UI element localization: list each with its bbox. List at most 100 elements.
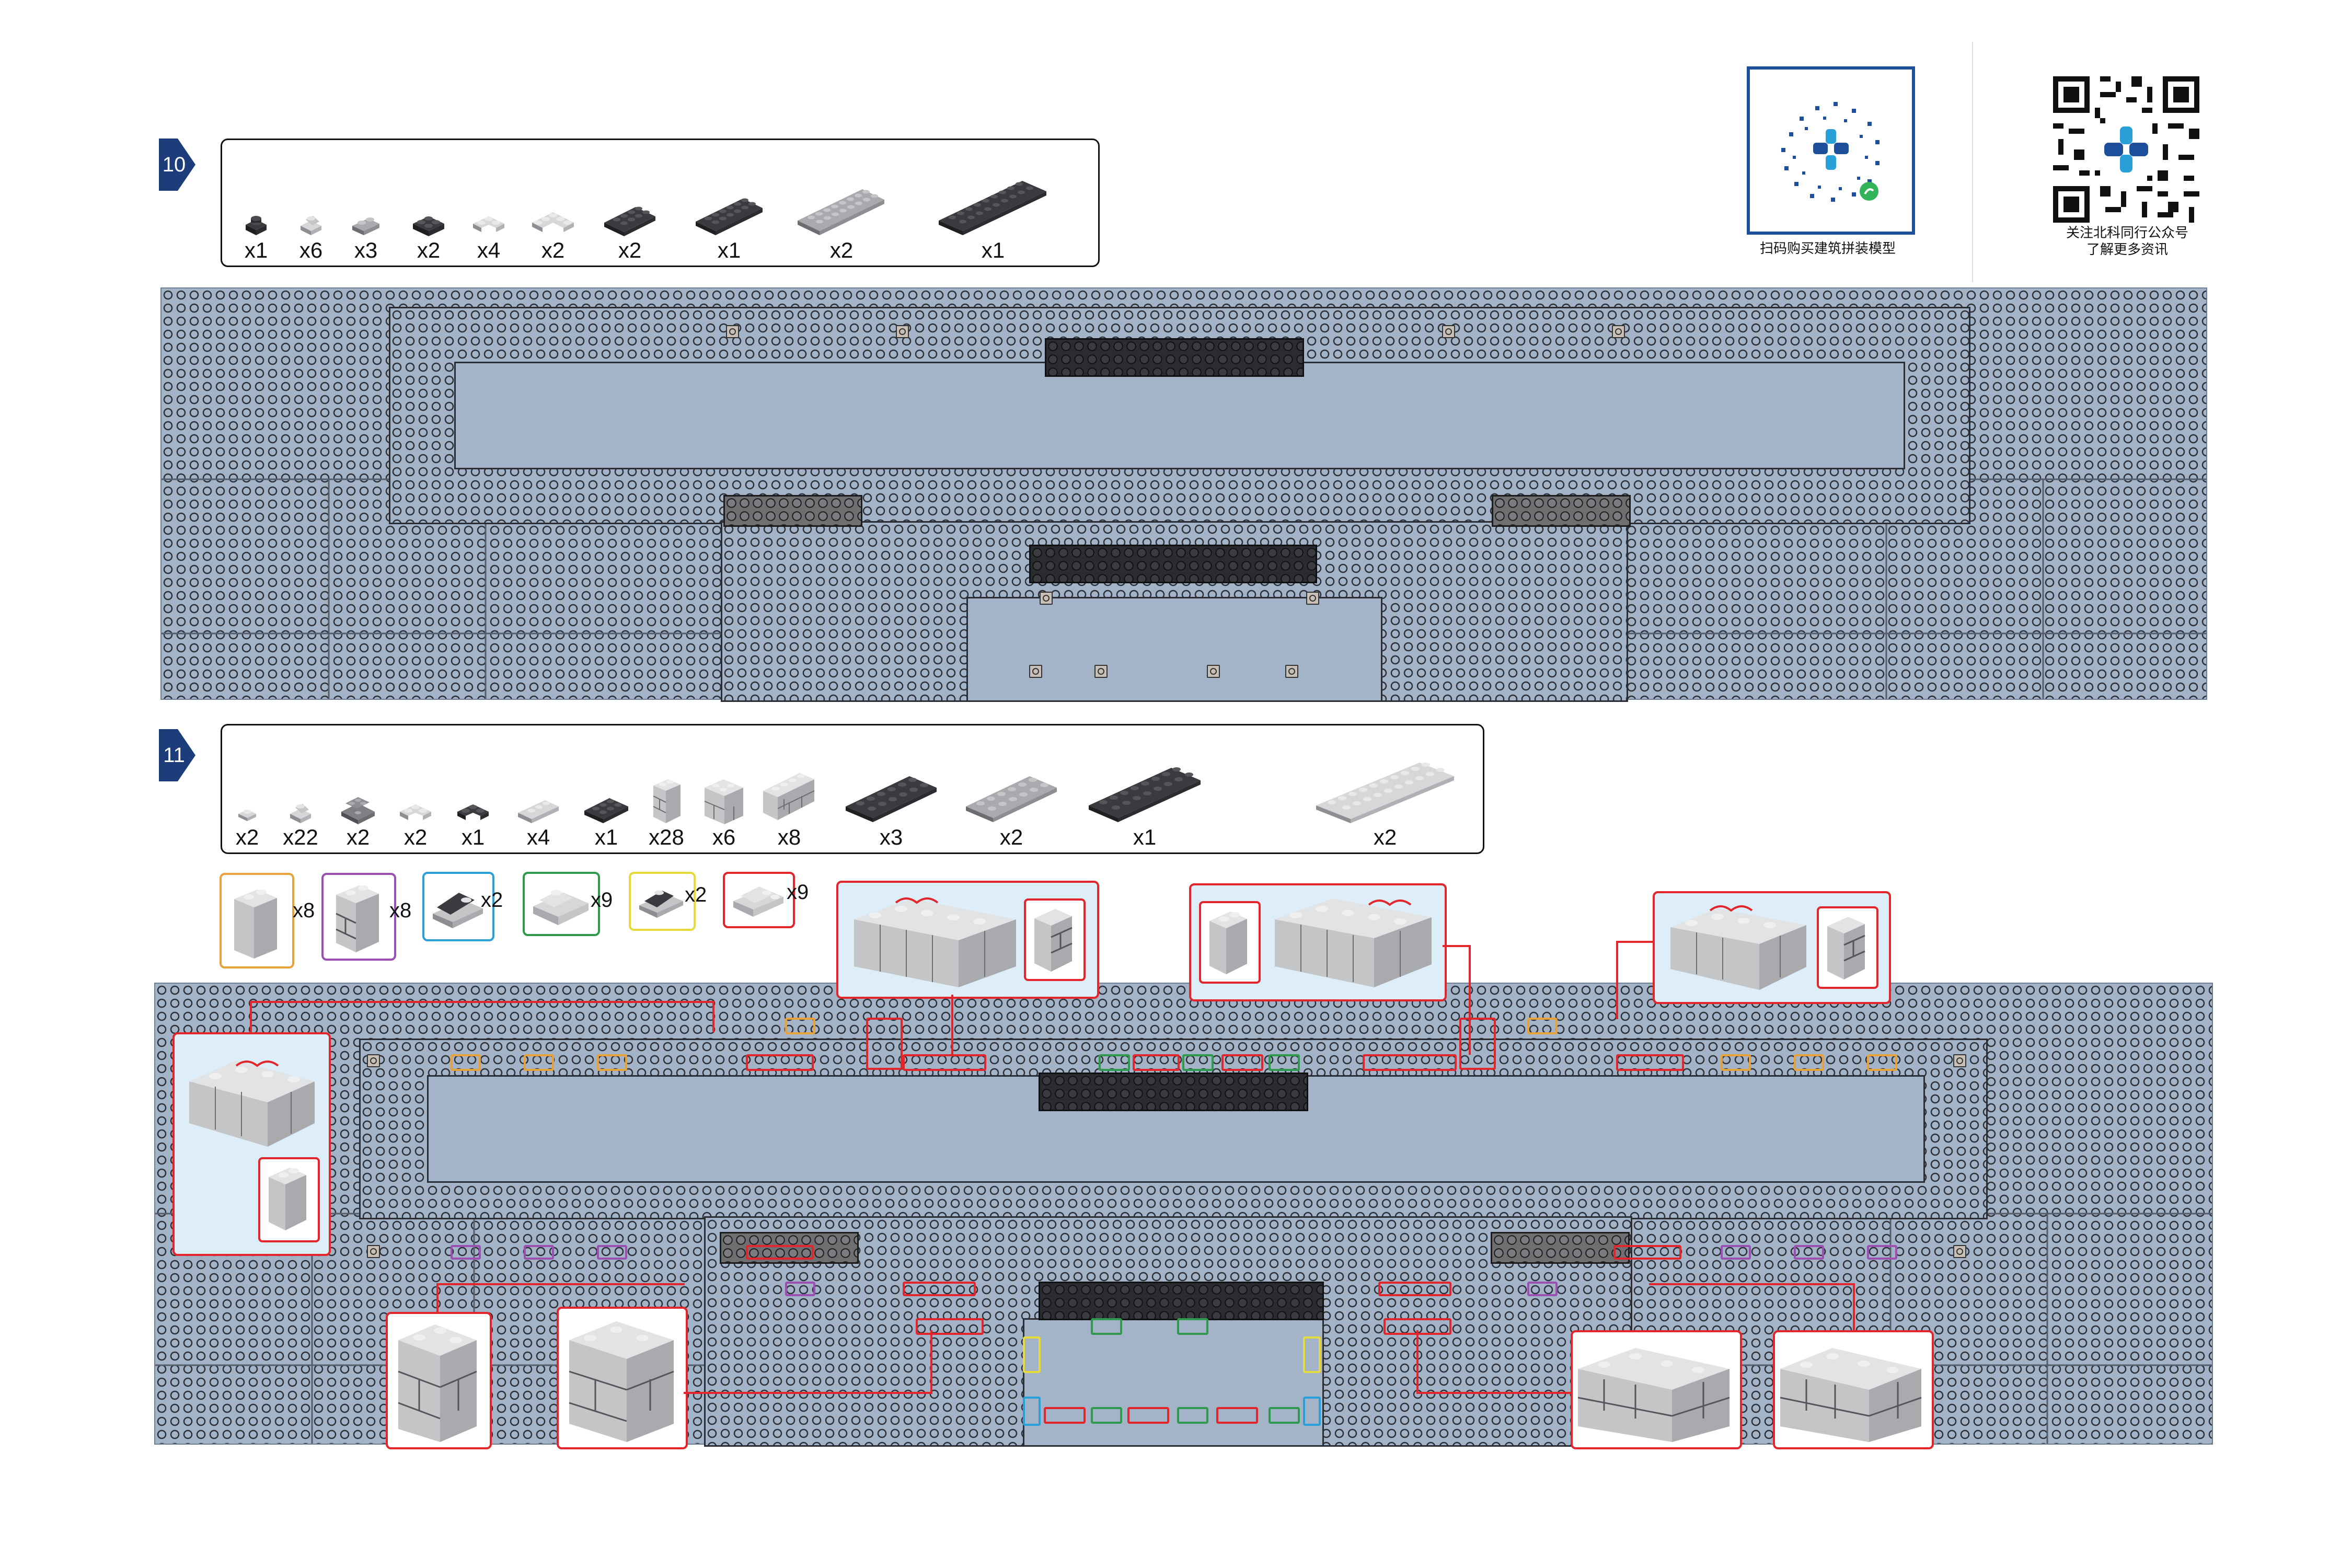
light-slope-1x1-icon [301,216,321,235]
step-11-part-2: x22 [280,796,321,849]
dark-plate-2x3-icon [584,798,628,823]
light-plate-2x10-icon [1316,763,1454,823]
callout-left-assembly [172,1032,331,1256]
leader-line [1853,1283,1855,1331]
purple-highlight [524,1245,554,1260]
purple-highlight [1867,1245,1897,1260]
step-10-tan-stud [726,325,739,338]
light-brick-2x2-corner-icon [704,779,743,824]
leader-line [1416,1330,1419,1393]
orange-highlight [1794,1054,1824,1071]
step-11-part-12-qty: x2 [999,825,1023,849]
light-slope-brick-icon [533,890,589,925]
step-10-front-steps [966,597,1382,702]
step-10-tan-stud [1442,325,1455,338]
step-10-tan-stud [1094,665,1108,678]
red-highlight [1221,1054,1263,1071]
step-11-part-13-qty: x1 [1133,825,1157,849]
step-10-part-5-qty: x4 [477,238,501,262]
step-11-part-5-qty: x1 [461,825,485,849]
step-11-part-2-qty: x22 [283,825,318,849]
mini-program-qr-card[interactable] [1747,66,1915,235]
step-11-part-4: x2 [395,794,436,849]
dark-plate-2x4-icon [604,206,655,236]
step-10-part-6: x2 [528,200,578,262]
leader-line [684,1392,932,1394]
leader-line [1649,1283,1855,1285]
legend-orange-brick [220,873,294,969]
purple-highlight [785,1282,815,1296]
green-highlight [1099,1054,1130,1071]
leader-line [1416,1392,1572,1394]
green-highlight [1091,1318,1122,1335]
red-highlight [1127,1407,1169,1424]
brick-1x2-icon [1209,912,1247,974]
step-10-part-9-qty: x2 [829,238,854,262]
yellow-highlight [1023,1336,1041,1373]
step-11-number: 11 [163,744,185,767]
callout-inner-part [258,1157,320,1242]
step-11-part-9-qty: x6 [712,825,736,849]
step-10-part-6-qty: x2 [541,238,565,262]
step-11-tan-stud [367,1054,380,1067]
green-highlight [1269,1407,1300,1424]
light-corner-plate-icon [400,804,431,820]
step-11-part-4-qty: x2 [403,825,428,849]
step-10-part-8: x1 [693,188,766,262]
light-masonry-brick-1x4-icon [763,773,815,820]
step-11-part-14-qty: x2 [1373,825,1397,849]
step-10-tan-stud [1612,325,1625,338]
step-11-marker: 11 [159,729,195,781]
leader-line [1443,945,1471,947]
legend-green-slope [523,872,600,936]
step-10-parts-box: x1 x6 x3 x2 x4 x2 x2 x1 x2 x1 [221,139,1100,267]
wechat-account-qr[interactable] [2053,76,2199,223]
step-10-part-10-qty: x1 [981,238,1005,262]
callout-top-center-assembly [1189,883,1447,1001]
step-10-part-5: x4 [468,205,510,262]
light-slope-1x1-icon [290,804,311,823]
dark-plate-2x6-icon [696,198,763,235]
red-highlight [1133,1054,1180,1071]
step-10-part-3-qty: x3 [354,238,378,262]
step-10-tan-stud [1285,665,1298,678]
wechat-qr-icon [2053,76,2199,223]
orange-highlight [1527,1018,1558,1034]
purple-highlight [1794,1245,1824,1260]
callout-bottom-right-2 [1773,1330,1934,1449]
step-11-part-11: x3 [839,767,943,849]
red-highlight [1613,1245,1681,1260]
step-10-part-10: x1 [936,174,1051,262]
leader-line [951,995,953,1055]
dark-corner-plate-icon [457,804,489,820]
step-11-part-1: x2 [232,799,263,849]
step-10-part-2: x6 [293,207,329,262]
step-11-part-1-qty: x2 [235,825,259,849]
red-highlight [1044,1407,1086,1424]
step-10-part-8-qty: x1 [717,238,741,262]
step-10-baseplate [160,287,2207,702]
step-11-part-8: x28 [643,775,690,849]
wechat-qr-caption-line2: 了解更多资讯 [2086,242,2168,258]
red-highlight [1459,1018,1496,1070]
orange-highlight [785,1018,815,1034]
orange-highlight [451,1054,481,1071]
step-11-front-steps [1023,1318,1324,1447]
legend-green-qty: x9 [591,889,613,912]
callout-inner-part [1817,906,1878,989]
red-highlight [1378,1282,1451,1296]
green-highlight [1269,1054,1300,1071]
step-11-part-3-qty: x2 [346,825,370,849]
light-wedge-plate-icon [639,890,683,918]
green-highlight [1177,1318,1208,1335]
light-masonry-brick-icon [336,885,379,952]
step-11-tan-stud [1953,1245,1966,1258]
step-10-part-7: x2 [601,195,659,262]
legend-purple-masonry [321,873,396,961]
wall-corner-icon [1577,1348,1730,1442]
masonry-brick-icon [1034,909,1073,972]
step-11-tan-stud [1953,1054,1966,1067]
step-10-tan-stud [1029,665,1042,678]
dark-grey-bracket-icon [341,797,375,824]
purple-highlight [597,1245,627,1260]
